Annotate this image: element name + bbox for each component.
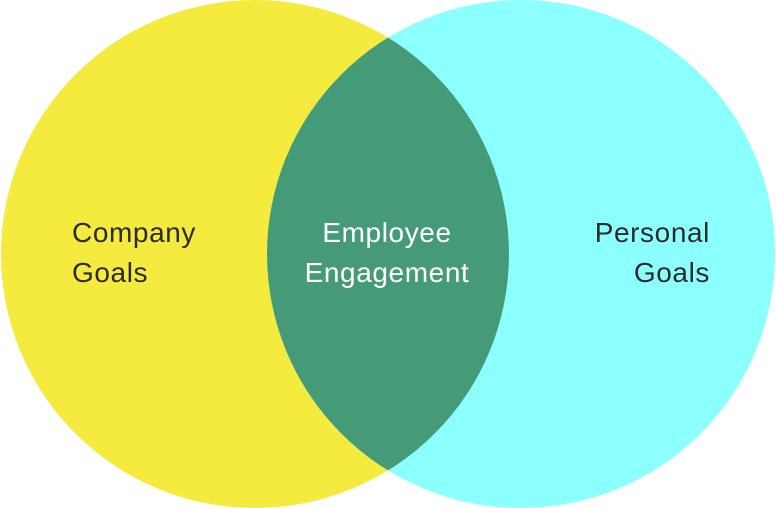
company-goals-label-line-1: Company bbox=[72, 217, 196, 248]
employee-engagement-label-line-1: Employee bbox=[322, 217, 451, 248]
employee-engagement-overlap bbox=[267, 0, 509, 508]
personal-goals-label-line-2: Goals bbox=[634, 257, 710, 288]
personal-goals-label-line-1: Personal bbox=[595, 217, 710, 248]
employee-engagement-label: Employee Engagement bbox=[305, 217, 470, 288]
company-goals-label: Company Goals bbox=[72, 217, 196, 288]
company-goals-label-line-2: Goals bbox=[72, 257, 148, 288]
employee-engagement-label-line-2: Engagement bbox=[305, 257, 470, 288]
personal-goals-label: Personal Goals bbox=[595, 217, 710, 288]
